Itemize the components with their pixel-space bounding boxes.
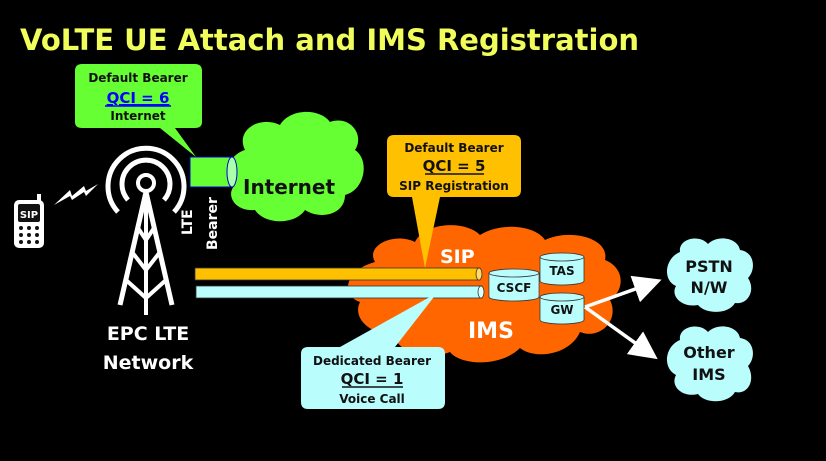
other-ims-label-line2: IMS bbox=[692, 365, 725, 384]
voice-bearer-pipe bbox=[195, 285, 485, 299]
gw-node: GW bbox=[539, 292, 585, 325]
ims-cloud-sip-label: SIP bbox=[440, 246, 475, 268]
lte-vertical-label: LTE bbox=[180, 209, 196, 235]
tas-label: TAS bbox=[549, 264, 574, 278]
callout-qci-1-purpose: Voice Call bbox=[339, 392, 405, 406]
pstn-label-line2: N/W bbox=[691, 278, 728, 297]
internet-cloud-label: Internet bbox=[243, 175, 335, 199]
other-ims-cloud: Other IMS bbox=[666, 326, 753, 402]
pstn-label-line1: PSTN bbox=[685, 257, 733, 276]
cscf-node: CSCF bbox=[488, 268, 540, 302]
callout-qci-5-heading: Default Bearer bbox=[404, 141, 503, 155]
ue-phone-icon: SIP bbox=[14, 194, 44, 248]
callout-qci-1-value: QCI = 1 bbox=[341, 370, 404, 388]
arrow-gw-to-pstn bbox=[584, 275, 662, 309]
radio-link-icon bbox=[54, 184, 98, 205]
tas-node: TAS bbox=[539, 252, 585, 286]
callout-qci-6-purpose: Internet bbox=[110, 109, 165, 123]
tower-label-line1: EPC LTE bbox=[107, 323, 189, 345]
bearer-vertical-label: Bearer bbox=[205, 197, 221, 250]
callout-qci-6: Default Bearer QCI = 6 Internet bbox=[75, 64, 202, 157]
callout-qci-1: Dedicated Bearer QCI = 1 Voice Call bbox=[301, 293, 445, 409]
callout-qci-5-purpose: SIP Registration bbox=[399, 179, 509, 193]
arrow-gw-to-other-ims bbox=[583, 305, 658, 360]
internet-bearer-pipe bbox=[189, 156, 238, 188]
page-title: VoLTE UE Attach and IMS Registration bbox=[20, 23, 639, 57]
ims-cloud-main-label: IMS bbox=[468, 319, 514, 344]
cscf-label: CSCF bbox=[497, 281, 532, 295]
cell-tower-icon bbox=[105, 145, 187, 315]
pstn-cloud: PSTN N/W bbox=[666, 238, 753, 312]
internet-cloud: Internet bbox=[227, 111, 364, 222]
callout-qci-1-heading: Dedicated Bearer bbox=[313, 354, 431, 368]
callout-qci-6-heading: Default Bearer bbox=[88, 71, 187, 85]
sip-bearer-pipe bbox=[194, 267, 483, 281]
tower-label-line2: Network bbox=[103, 352, 194, 374]
callout-qci-6-value: QCI = 6 bbox=[107, 89, 170, 107]
callout-qci-5: Default Bearer QCI = 5 SIP Registration bbox=[387, 135, 521, 268]
gw-label: GW bbox=[550, 303, 573, 317]
callout-qci-5-value: QCI = 5 bbox=[423, 157, 486, 175]
ue-screen-label: SIP bbox=[20, 210, 38, 221]
other-ims-label-line1: Other bbox=[683, 343, 734, 362]
